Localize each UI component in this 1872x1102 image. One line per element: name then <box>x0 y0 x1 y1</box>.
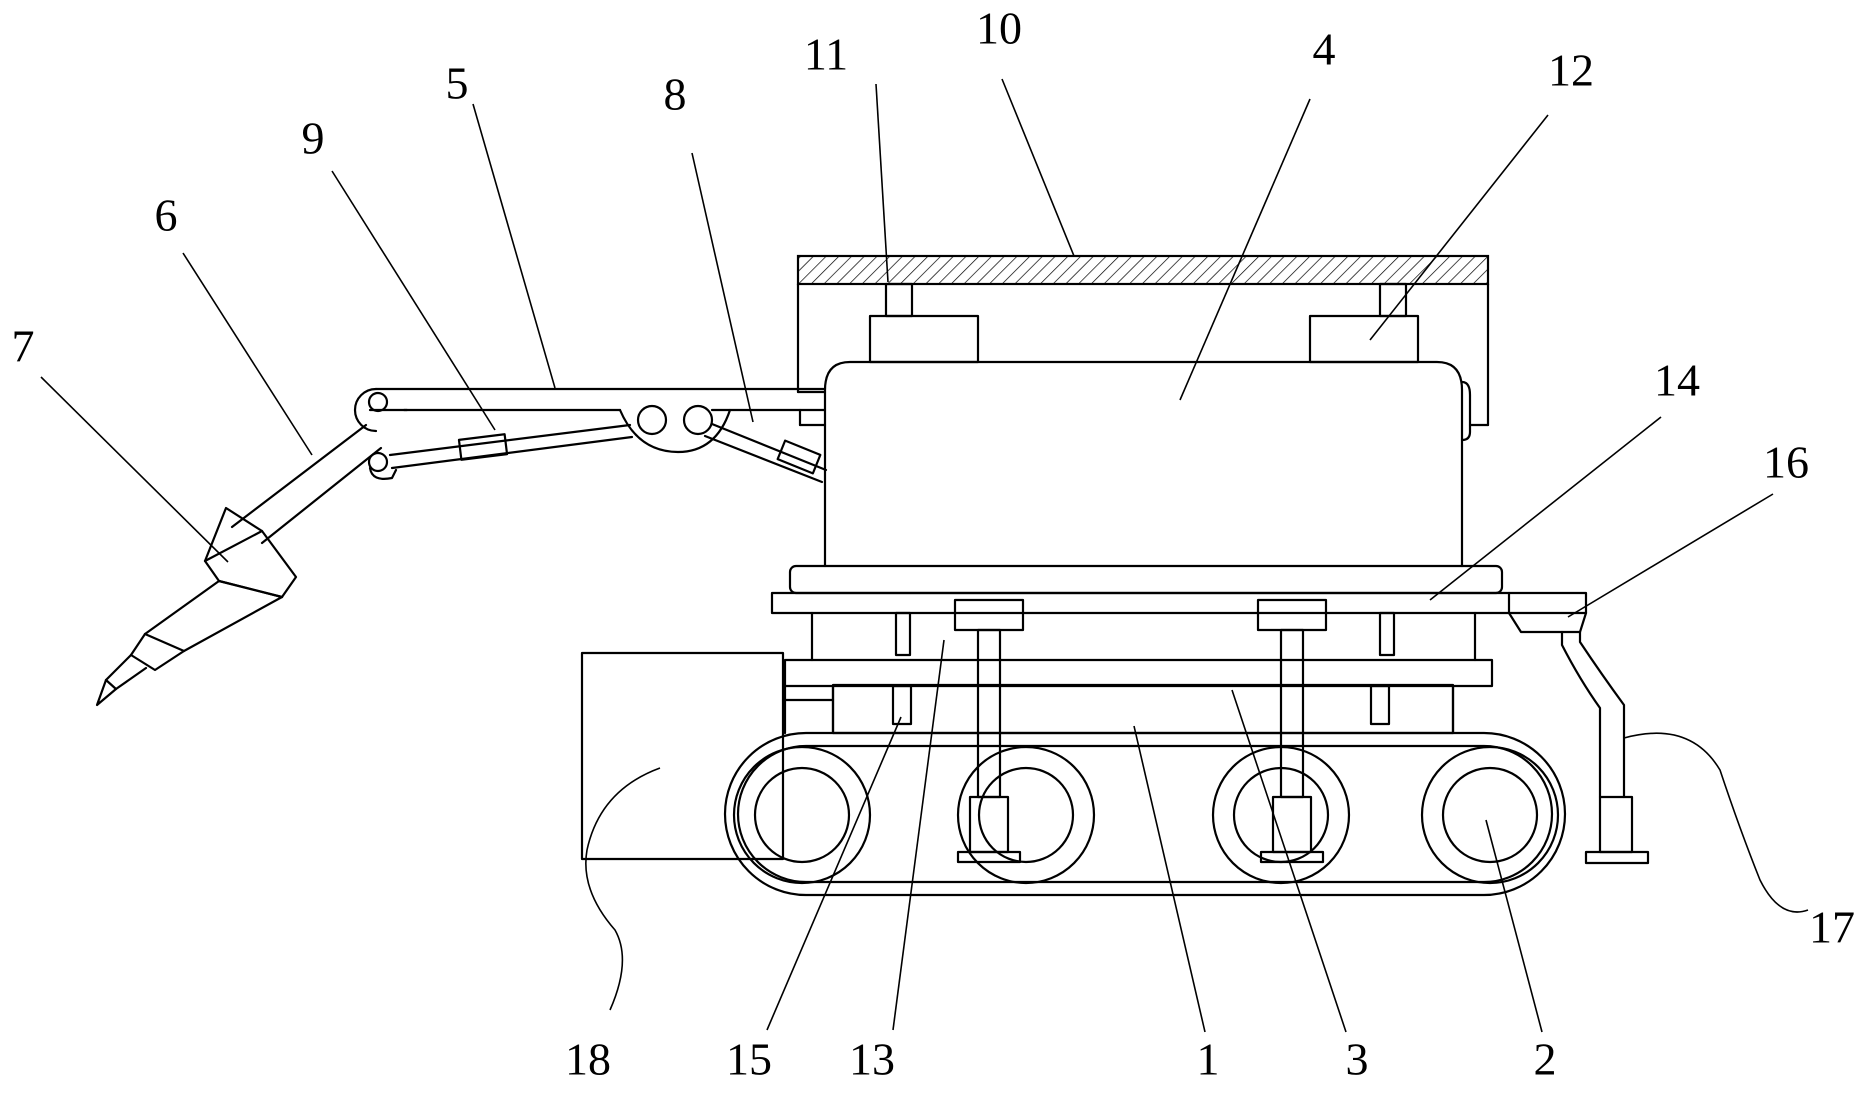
callout-18: 18 <box>565 1034 611 1085</box>
rear-box <box>580 651 835 861</box>
support-jacks <box>953 598 1328 864</box>
callout-8: 8 <box>664 69 687 120</box>
crawler-track <box>723 731 1567 897</box>
callout-2: 2 <box>1534 1034 1557 1085</box>
callout-4: 4 <box>1313 24 1336 75</box>
callout-12: 12 <box>1548 45 1594 96</box>
track-wheels <box>732 745 1560 885</box>
callout-5: 5 <box>446 58 469 109</box>
callout-11: 11 <box>804 29 848 80</box>
side-outrigger <box>1507 591 1650 865</box>
lift-platform <box>770 591 1511 726</box>
callout-17: 17 <box>1809 902 1855 953</box>
callout-3: 3 <box>1346 1034 1369 1085</box>
chassis-frame <box>783 658 1494 735</box>
callout-6: 6 <box>155 190 178 241</box>
callout-13: 13 <box>849 1034 895 1085</box>
top-cover <box>796 254 1490 427</box>
callout-7: 7 <box>12 321 35 372</box>
boom-arm <box>230 387 828 545</box>
callout-10: 10 <box>976 3 1022 54</box>
breaker-head <box>95 506 298 707</box>
callout-15: 15 <box>726 1034 772 1085</box>
callout-14: 14 <box>1654 355 1700 406</box>
callout-9: 9 <box>302 113 325 164</box>
leader-lines <box>40 78 1809 1033</box>
callout-labels: 1 2 3 4 5 6 7 8 9 10 11 12 13 14 15 16 1… <box>12 3 1856 1085</box>
callout-16: 16 <box>1763 437 1809 488</box>
top-cylinders <box>868 282 1420 364</box>
callout-1: 1 <box>1197 1034 1220 1085</box>
main-body <box>788 360 1504 595</box>
